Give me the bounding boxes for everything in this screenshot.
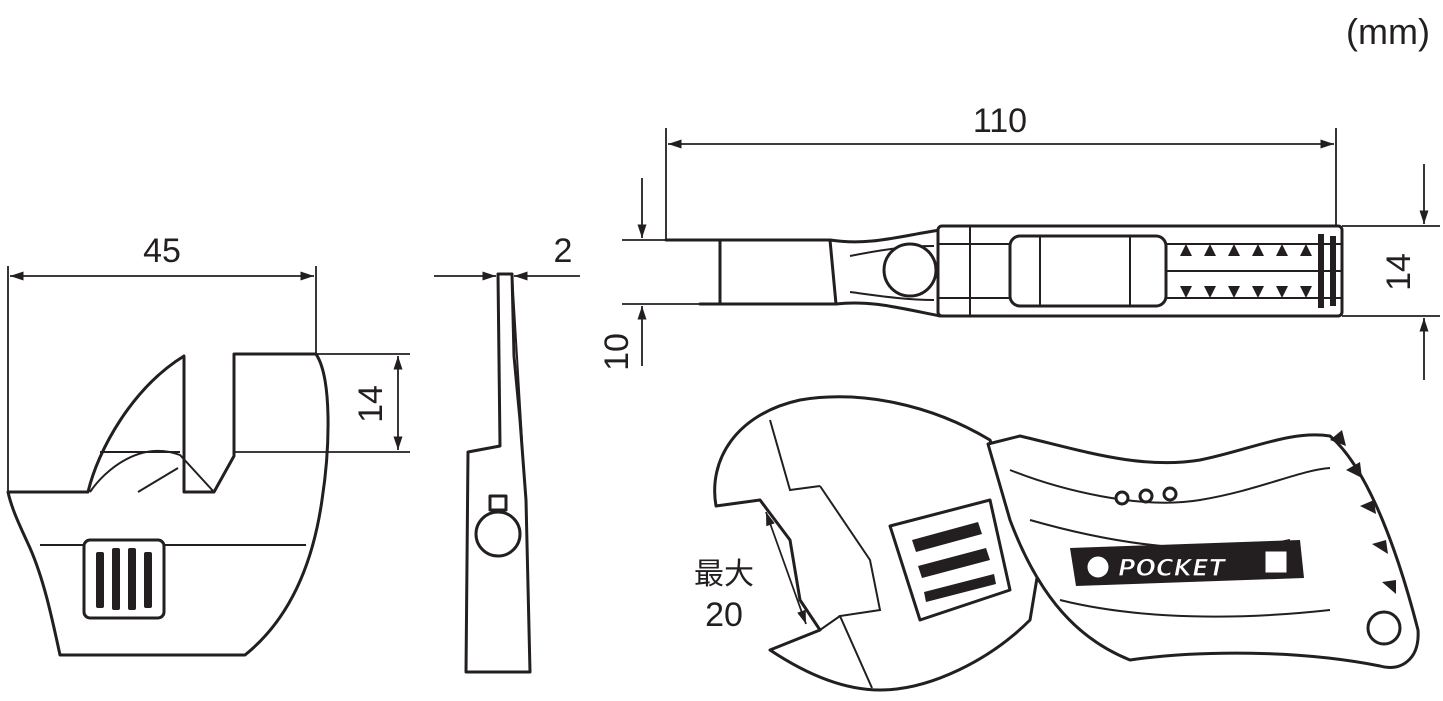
persp-hang-hole [1366, 610, 1402, 646]
persp-worm-gear [912, 522, 996, 602]
front-jaw-detail-2 [137, 467, 179, 493]
unit-label: (mm) [1346, 11, 1430, 52]
dim-max-line [765, 511, 807, 625]
side-view: 2 [434, 232, 580, 674]
persp-head-outline [713, 395, 1042, 692]
persp-handle-inner-3 [1059, 599, 1331, 618]
persp-logo-text: POCKET [1118, 554, 1227, 582]
top-pivot [882, 242, 938, 298]
top-grip-pattern [1166, 234, 1342, 308]
persp-logo-cube [1262, 548, 1290, 576]
persp-logo-mark [1084, 553, 1112, 581]
persp-rivet-3 [1162, 486, 1178, 502]
dim-jaw-width: 45 [143, 232, 181, 270]
top-handle-center [1008, 234, 1168, 308]
dim-max-value: 20 [705, 596, 743, 634]
top-view: 110 10 14 [598, 102, 1440, 380]
persp-jaw-upper [769, 419, 821, 492]
front-jaw-inner [89, 449, 215, 493]
top-head [718, 238, 838, 306]
persp-rivet-2 [1138, 488, 1154, 504]
side-pivot-tab [488, 494, 508, 512]
side-inner-line [511, 273, 523, 441]
persp-handle-teeth [1330, 430, 1396, 594]
persp-jaw-face [759, 499, 841, 631]
front-jaw-outline [6, 352, 330, 657]
perspective-view: POCKET 最大 20 [694, 395, 1420, 692]
persp-logo-band [1070, 540, 1304, 586]
dim-handle-width: 14 [1380, 253, 1418, 291]
front-view: 45 14 [6, 232, 410, 657]
dim-max-label: 最大 [694, 557, 754, 592]
worm-gear-teeth [96, 548, 152, 610]
side-outline [464, 272, 532, 674]
side-pivot [474, 510, 522, 558]
dim-jaw-opening: 14 [352, 385, 390, 423]
dim-side-thickness: 2 [554, 232, 573, 270]
persp-jaw-lower [819, 485, 882, 689]
top-jaw-tip [664, 238, 722, 306]
dim-overall-length: 110 [973, 102, 1027, 140]
persp-handle-inner-1 [1009, 467, 1331, 504]
persp-rivet-1 [1114, 490, 1130, 506]
dim-handle-height: 10 [598, 333, 636, 371]
